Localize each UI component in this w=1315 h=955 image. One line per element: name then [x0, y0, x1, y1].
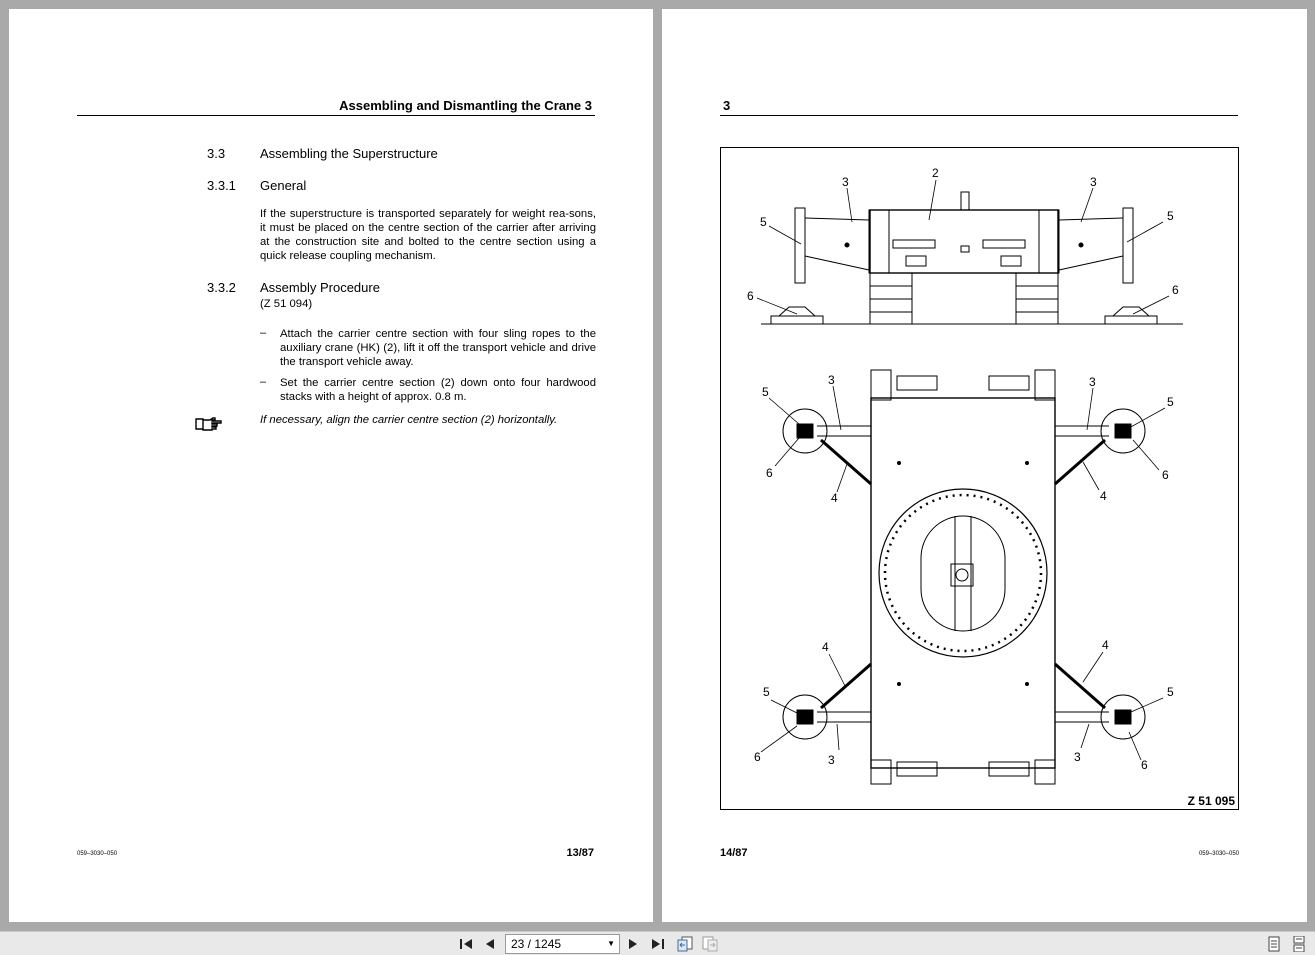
page-header-title: 3: [723, 98, 731, 113]
figure-callout: 6: [754, 750, 761, 764]
subsection-title: General: [260, 178, 307, 193]
last-page-icon[interactable]: [649, 935, 667, 953]
figure-callout: 5: [1167, 685, 1174, 699]
figure-callout: 5: [1167, 209, 1174, 223]
forward-view-icon[interactable]: [701, 935, 719, 953]
top-view-drawing: [782, 369, 1146, 785]
figure-callout: 5: [763, 685, 770, 699]
page-number: 13/87: [566, 847, 594, 859]
figure-callout: 5: [762, 385, 769, 399]
page-header-title: Assembling and Dismantling the Crane 3: [339, 98, 592, 113]
figure-callout: 4: [822, 640, 829, 654]
list-bullet: –: [260, 376, 267, 388]
section-number: 3.3: [207, 146, 226, 161]
drawing-canvas: [756, 179, 1183, 785]
single-page-icon[interactable]: [1265, 935, 1283, 953]
side-view-drawing: [761, 191, 1183, 325]
figure-callout: 6: [747, 289, 754, 303]
page-number-input[interactable]: 23 / 1245 ▼: [505, 934, 620, 954]
first-page-icon[interactable]: [457, 935, 475, 953]
figure-callout: 3: [1090, 175, 1097, 189]
continuous-page-icon[interactable]: [1290, 935, 1308, 953]
document-number: 059–3030–050: [77, 851, 118, 857]
figure-callout: 5: [760, 215, 767, 229]
technical-drawing: 3 2 3 5 5 6 6 5 3 3 5 6 6 4 4 4 4 5 5 6 …: [720, 147, 1239, 810]
section-title: Assembling the Superstructure: [260, 146, 438, 161]
list-item: Attach the carrier centre section with f…: [280, 328, 596, 368]
figure-callout: 6: [1162, 468, 1169, 482]
figure-callout: 4: [1102, 638, 1109, 652]
right-page: 3: [662, 9, 1307, 922]
header-rule: [720, 115, 1238, 116]
figure-callout: 6: [1172, 283, 1179, 297]
figure-callout: 4: [831, 491, 838, 505]
subsection-number: 3.3.2: [207, 280, 236, 295]
subsection-title: Assembly Procedure: [260, 280, 380, 295]
figure-callout: 2: [932, 166, 939, 180]
figure-callout: 3: [828, 373, 835, 387]
figure-callout: 3: [828, 753, 835, 767]
header-rule: [77, 115, 595, 116]
figure-reference: Z 51 095: [1187, 794, 1235, 808]
left-page: Assembling and Dismantling the Crane 3 3…: [9, 9, 653, 922]
back-view-icon[interactable]: [676, 935, 694, 953]
viewer-toolbar: 23 / 1245 ▼: [0, 931, 1315, 955]
leader-lines: [756, 179, 1170, 761]
next-page-icon[interactable]: [624, 935, 642, 953]
figure-callout: 5: [1167, 395, 1174, 409]
pointing-hand-icon: [195, 417, 222, 431]
document-number: 059–3030–050: [1198, 851, 1239, 857]
general-paragraph: If the superstructure is transported sep…: [260, 208, 596, 262]
figure-reference: (Z 51 094): [260, 298, 313, 310]
figure-callout: 3: [842, 175, 849, 189]
chevron-down-icon[interactable]: ▼: [607, 939, 615, 948]
previous-page-icon[interactable]: [481, 935, 499, 953]
figure-callout: 3: [1074, 750, 1081, 764]
note-text: If necessary, align the carrier centre s…: [260, 414, 558, 426]
subsection-number: 3.3.1: [207, 178, 236, 193]
figure-callout: 6: [766, 466, 773, 480]
page-indicator-text: 23 / 1245: [511, 937, 562, 951]
figure-callout: 6: [1141, 758, 1148, 772]
figure-callout: 4: [1100, 489, 1107, 503]
list-item: Set the carrier centre section (2) down …: [280, 377, 596, 403]
list-bullet: –: [260, 327, 267, 339]
figure-callout: 3: [1089, 375, 1096, 389]
page-number: 14/87: [720, 847, 748, 859]
